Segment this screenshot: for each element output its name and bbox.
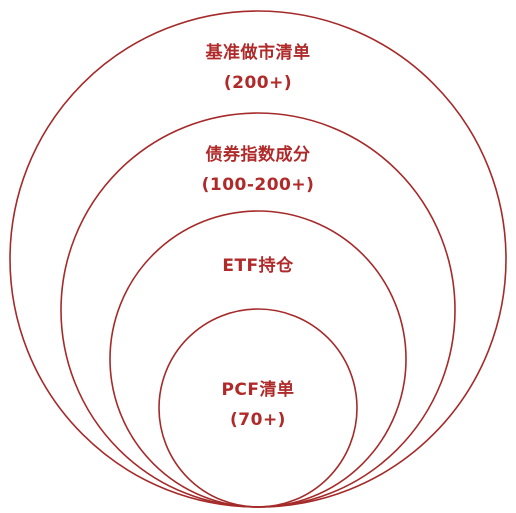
ring-outer-count: (200+) bbox=[223, 73, 293, 93]
ring-inner-count: (70+) bbox=[230, 410, 286, 430]
ring-inner-name: PCF清单 bbox=[221, 380, 295, 400]
label-outer: 基准做市清单 (200+) bbox=[108, 38, 408, 98]
label-inner: PCF清单 (70+) bbox=[108, 375, 408, 435]
ring-inner bbox=[158, 308, 358, 508]
ring-third-name: ETF持仓 bbox=[222, 256, 294, 276]
label-second: 债券指数成分 (100-200+) bbox=[108, 140, 408, 200]
ring-outer-name: 基准做市清单 bbox=[205, 43, 311, 63]
ring-second-name: 债券指数成分 bbox=[205, 145, 311, 165]
label-third: ETF持仓 bbox=[108, 251, 408, 281]
ring-second-count: (100-200+) bbox=[201, 175, 315, 195]
